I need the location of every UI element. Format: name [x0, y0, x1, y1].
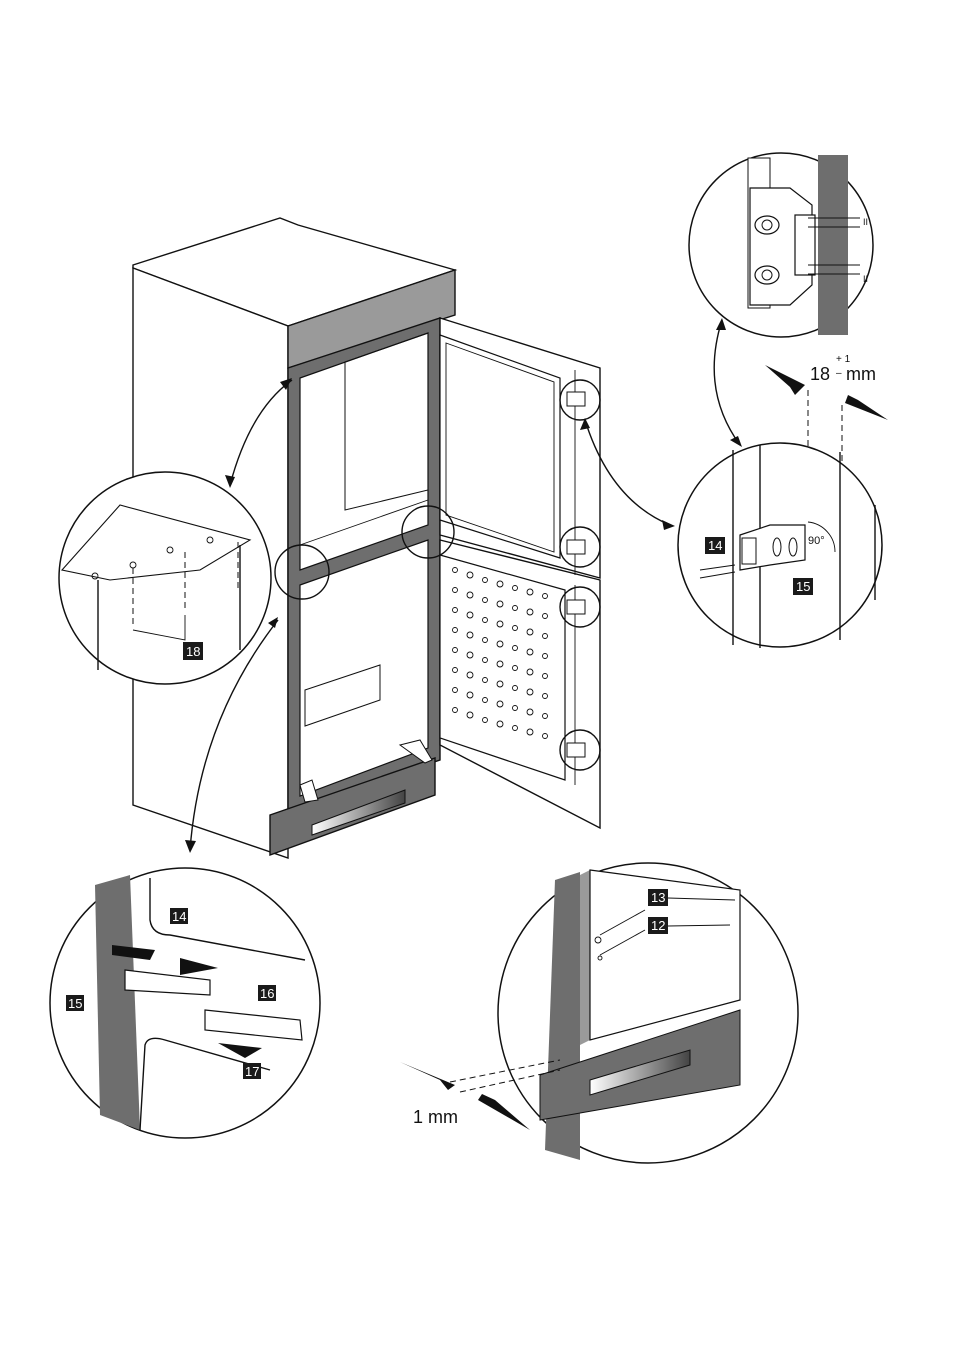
label-14: 14	[708, 538, 722, 553]
label-16: 16	[260, 986, 274, 1001]
label-12: 12	[651, 918, 665, 933]
label-15: 15	[796, 579, 810, 594]
gap-unit: mm	[846, 364, 876, 384]
top-screw-detail-circle: 18	[59, 472, 271, 684]
door-gap-detail-circle: II II	[689, 153, 873, 337]
arrow-left	[845, 395, 888, 420]
label-17: 17	[245, 1064, 259, 1079]
label-18: 18	[186, 644, 200, 659]
hinge-mark: II	[863, 217, 868, 227]
label-13: 13	[651, 890, 665, 905]
label-14: 14	[172, 909, 186, 924]
bottom-gap-value: 1 mm	[413, 1107, 458, 1127]
gap-tolerance-minus: –	[836, 368, 842, 379]
label-15: 15	[68, 996, 82, 1011]
arrow-right	[765, 365, 805, 395]
plinth-gap-detail-circle: 13 12	[450, 863, 798, 1163]
hinge-mark: II	[863, 274, 868, 284]
hinge-angle-detail-circle: 90° 14 15	[678, 443, 882, 648]
angle-value: 90°	[808, 535, 825, 547]
gap-value: 18	[810, 364, 830, 384]
door-slide-detail-circle: 14 15 16 17	[50, 868, 320, 1138]
